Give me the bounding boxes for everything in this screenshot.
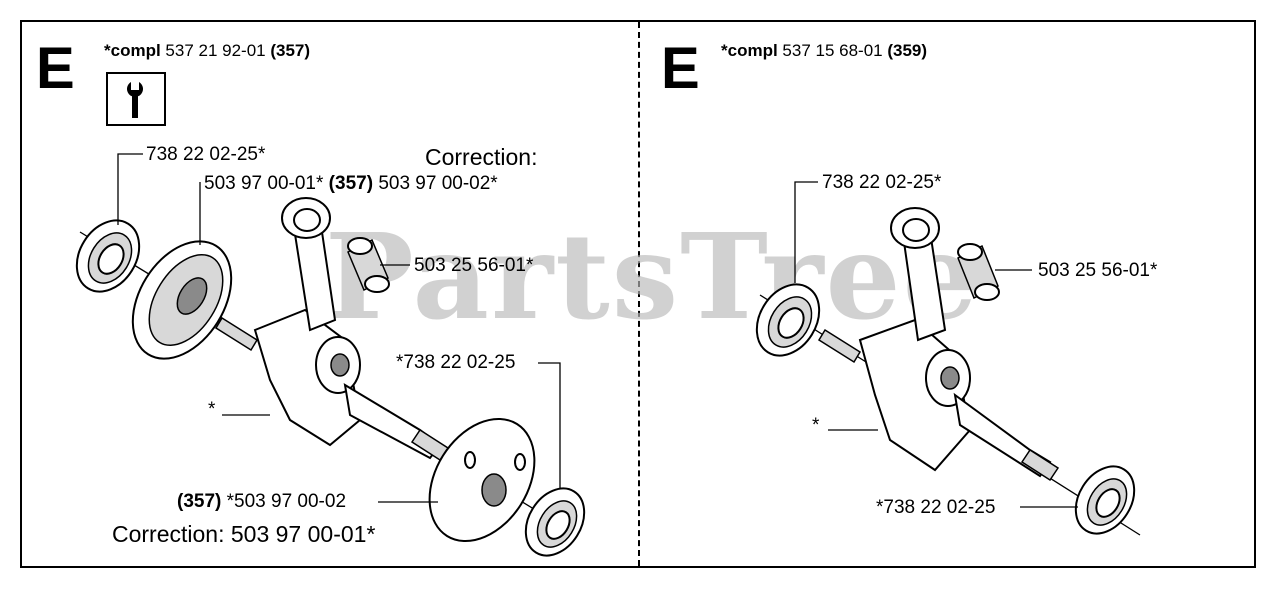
leader-bearing-top-right: [794, 181, 818, 283]
crankshaft-right: [817, 207, 1060, 482]
leader-bearing-top-left: [117, 153, 143, 225]
bearing-top-left: [75, 219, 141, 293]
flywheel-half-left: [131, 240, 233, 360]
section-letter-right: E: [661, 36, 700, 101]
label-clutch-model: (357): [177, 491, 222, 512]
label-clutch-part: *503 97 00-02: [226, 491, 347, 512]
section-letter-left: E: [36, 36, 75, 101]
leader-bearing-bottom-left: [538, 362, 561, 488]
wrench-icon: [126, 82, 144, 118]
header-model-right: (359): [887, 41, 928, 60]
label-flywheel-left: 503 97 00-01* (357) 503 97 00-02*: [204, 174, 498, 193]
correction-label-bottom: Correction: 503 97 00-01*: [112, 521, 376, 547]
label-needle-bearing-left: 503 25 56-01*: [414, 255, 534, 276]
label-bearing-top-left: 738 22 02-25*: [146, 144, 266, 165]
bearing-top-right: [755, 283, 821, 357]
header-prefix-left: *compl: [104, 41, 161, 60]
label-needle-bearing-right: 503 25 56-01*: [1038, 260, 1158, 281]
label-bearing-bottom-right: *738 22 02-25: [876, 497, 996, 518]
correction-label-top: Correction:: [425, 144, 538, 170]
needle-bearing-right: [957, 243, 1000, 301]
header-number-left: 537 21 92-01: [165, 41, 266, 60]
header-number-right: 537 15 68-01: [782, 41, 883, 60]
crankshaft-left: [214, 197, 450, 462]
panel-divider: [638, 22, 640, 566]
label-bearing-bottom-left: *738 22 02-25: [396, 352, 516, 373]
label-flywheel-model: (357): [328, 173, 374, 194]
header-model-left: (357): [270, 41, 311, 60]
label-asterisk-left: *: [208, 399, 216, 420]
bearing-bottom-right: [1074, 465, 1136, 535]
label-asterisk-right: *: [812, 415, 820, 436]
label-flywheel-corr-part: 503 97 00-02*: [378, 173, 498, 194]
header-right: *compl 537 15 68-01 (359): [721, 42, 927, 59]
label-flywheel-part: 503 97 00-01*: [204, 173, 324, 194]
tool-icon-box: [106, 72, 166, 126]
flywheel-clutch-left: [428, 417, 536, 543]
bearing-bottom-left: [524, 487, 586, 557]
watermark: PartsTree: [325, 207, 980, 346]
needle-bearing-left: [347, 237, 390, 293]
header-prefix-right: *compl: [721, 41, 778, 60]
header-left: *compl 537 21 92-01 (357): [104, 42, 310, 59]
diagram-frame: [20, 20, 1256, 568]
label-bearing-top-right: 738 22 02-25*: [822, 172, 942, 193]
label-clutch-left: (357) *503 97 00-02: [177, 492, 346, 511]
